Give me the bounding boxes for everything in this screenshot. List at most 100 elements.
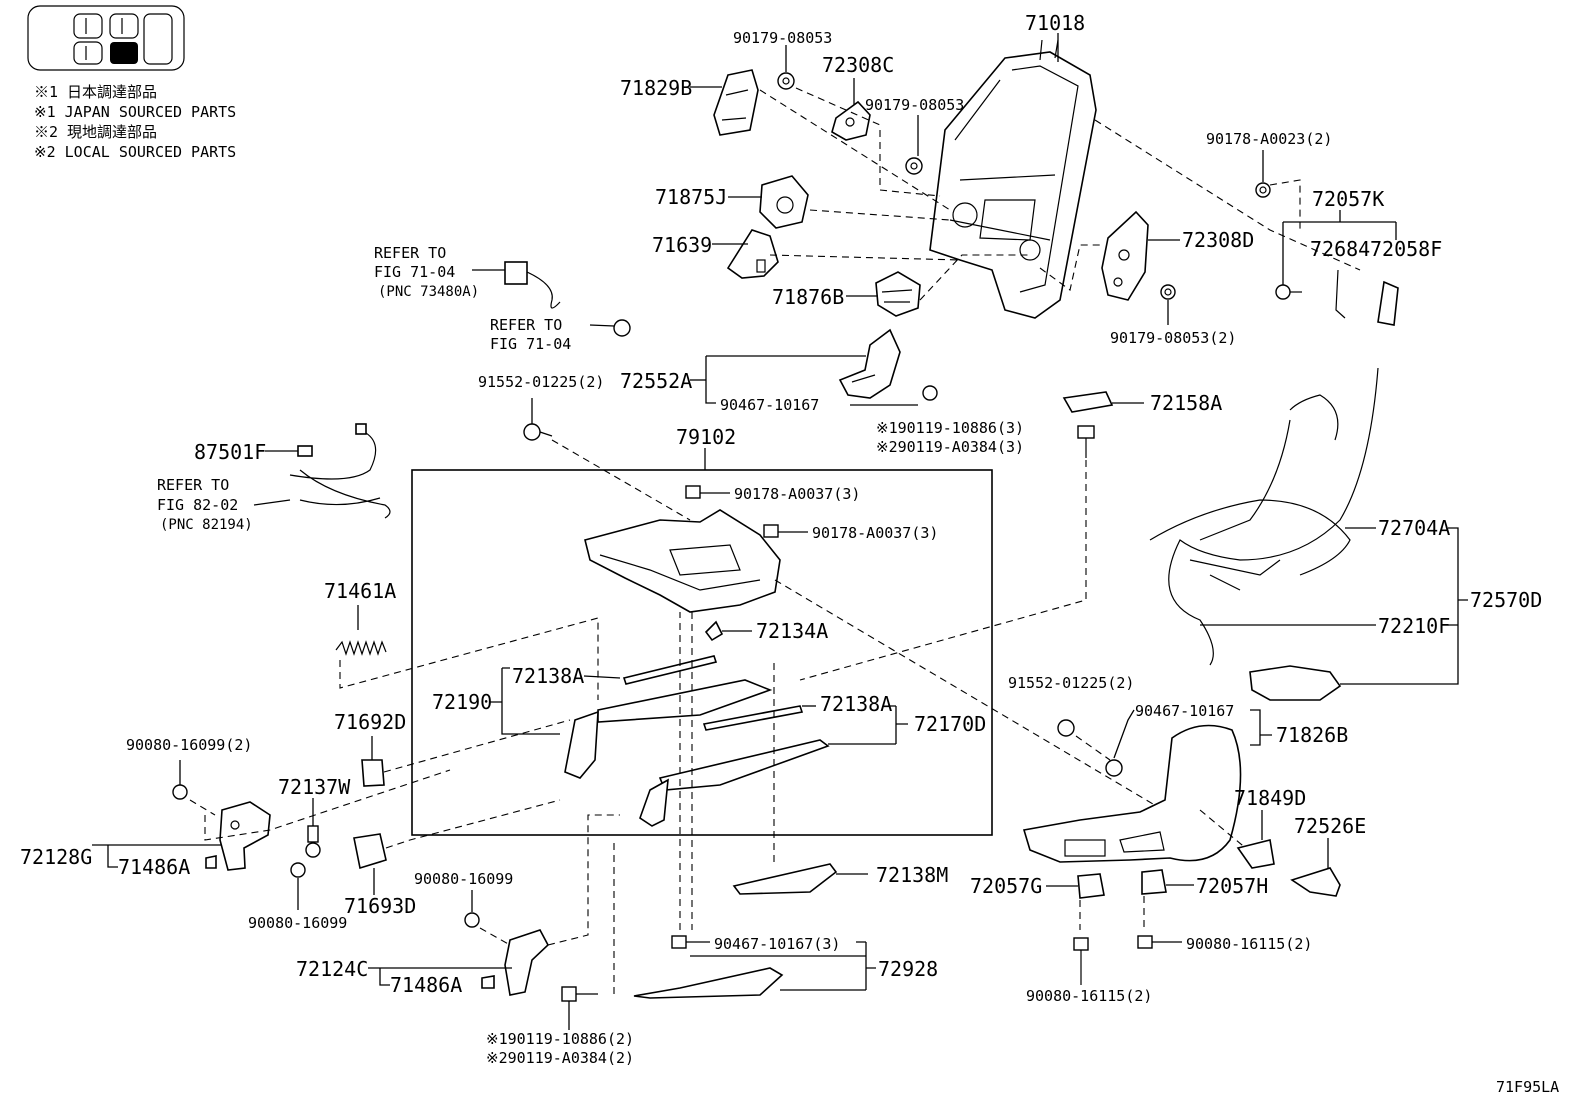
label-71693D: 71693D — [344, 894, 416, 918]
legend-line-4: ※2 LOCAL SOURCED PARTS — [34, 143, 236, 161]
legend: ※1 日本調達部品 ※1 JAPAN SOURCED PARTS ※2 現地調達… — [34, 83, 236, 161]
label-72124C: 72124C — [296, 957, 368, 981]
bracket-72124C — [504, 929, 549, 996]
label-72057G: 72057G — [970, 874, 1042, 898]
lock-72058F — [1377, 280, 1399, 326]
label-71875J: 71875J — [655, 185, 727, 209]
label-90119-10886-3: ※190119-10886(3) — [876, 419, 1024, 437]
cover-71692D — [361, 759, 385, 787]
refer-3-line-1: REFER TO — [157, 476, 229, 494]
harness-87501F — [289, 423, 391, 519]
label-90179-08053-b: 90179-08053 — [865, 96, 964, 114]
label-90080-16099-a: 90080-16099 — [248, 914, 347, 932]
cover-71875J — [759, 175, 809, 229]
bracket-72057G — [1077, 873, 1105, 899]
label-90467-10167-b: 90467-10167 — [1135, 702, 1234, 720]
cover-71829B — [713, 69, 759, 136]
bracket-72308C — [831, 100, 871, 141]
bolt-90080-16115-a — [1073, 937, 1089, 985]
label-90178-A0037-b: 90178-A0037(3) — [812, 524, 938, 542]
label-87501F: 87501F — [194, 440, 266, 464]
clip-71486A-b — [481, 975, 495, 989]
refer-1-line-1: REFER TO — [374, 244, 446, 262]
bolt-90080-16099-mid — [464, 912, 480, 928]
assembly-box-79102 — [411, 469, 993, 836]
label-72138A-a: 72138A — [512, 664, 584, 688]
label-71849D: 71849D — [1234, 786, 1306, 810]
label-72928: 72928 — [878, 957, 938, 981]
rail-72138A-b — [702, 705, 804, 731]
label-71829B: 71829B — [620, 76, 692, 100]
label-72684: 72684 — [1310, 237, 1370, 261]
bolt-90080-16115-b — [1137, 935, 1153, 949]
clip-72134A — [704, 620, 724, 642]
nut-90179-b — [905, 157, 923, 175]
label-90119-A0384-2: ※290119-A0384(2) — [486, 1049, 634, 1067]
label-72570D: 72570D — [1470, 588, 1542, 612]
nut-90179-a — [777, 72, 795, 90]
cover-71849D — [1236, 839, 1275, 869]
label-71826B: 71826B — [1276, 723, 1348, 747]
label-71461A: 71461A — [324, 579, 396, 603]
armrest-71826B — [1022, 724, 1242, 863]
figure-id: 71F95LA — [1496, 1078, 1559, 1096]
refer-3-line-2: FIG 82-02 — [157, 496, 238, 514]
label-90467-10167-3: 90467-10167(3) — [714, 935, 840, 953]
refer-3-line-3: (PNC 82194) — [160, 517, 253, 533]
legend-line-1: ※1 日本調達部品 — [34, 83, 157, 101]
cover-72928 — [633, 967, 784, 999]
bracket-72552A — [838, 328, 901, 399]
label-72526E: 72526E — [1294, 814, 1366, 838]
label-90179-08053-a: 90179-08053 — [733, 29, 832, 47]
label-90080-16115-b: 90080-16115(2) — [1026, 987, 1152, 1005]
label-90467-10167-a: 90467-10167 — [720, 396, 819, 414]
bolt-90080-16099-left — [290, 862, 306, 878]
label-90080-16099-b: 90080-16099 — [414, 870, 513, 888]
label-90119-10886-2: ※190119-10886(2) — [486, 1030, 634, 1048]
label-72170D: 72170D — [914, 712, 986, 736]
bracket-72057H — [1141, 869, 1167, 895]
refer-1-line-2: FIG 71-04 — [374, 263, 455, 281]
label-90080-16115-a: 90080-16115(2) — [1186, 935, 1312, 953]
label-71876B: 71876B — [772, 285, 844, 309]
bolt-90467-10167-a — [922, 385, 938, 401]
label-72158A: 72158A — [1150, 391, 1222, 415]
refer-2-line-2: FIG 71-04 — [490, 335, 571, 353]
cushion-frame — [584, 509, 781, 613]
module-72570D — [1249, 665, 1342, 701]
spring-72684 — [1335, 269, 1346, 319]
nut-90467-10167-b — [1105, 759, 1123, 777]
label-90178-A0037-a: 90178-A0037(3) — [734, 485, 860, 503]
label-90179-08053-2: 90179-08053(2) — [1110, 329, 1236, 347]
bolt-90467-10167-3 — [671, 935, 687, 949]
pin-72137W — [305, 825, 321, 858]
seatback-frame-71018 — [929, 39, 1097, 319]
rail-cover-72138M — [732, 863, 838, 895]
cover-72526E — [1290, 867, 1341, 897]
seat-position-icon — [27, 5, 185, 71]
label-72128G: 72128G — [20, 845, 92, 869]
bracket-72308D — [1101, 210, 1149, 301]
harness-72704A — [1149, 367, 1379, 666]
label-72137W: 72137W — [278, 775, 351, 799]
label-71486A-b: 71486A — [390, 973, 462, 997]
bolt-90119-top — [1077, 425, 1095, 458]
cover-71693D — [353, 833, 387, 870]
bolt-90119-bottom — [561, 986, 598, 1002]
label-72057H: 72057H — [1196, 874, 1268, 898]
label-72190: 72190 — [432, 690, 492, 714]
label-71639: 71639 — [652, 233, 712, 257]
label-79102: 79102 — [676, 425, 736, 449]
nut-90179-c — [1160, 284, 1176, 300]
spring-71461A — [335, 640, 387, 656]
label-72210F: 72210F — [1378, 614, 1450, 638]
bolt-90080-16099-top — [172, 784, 188, 800]
labels: 71018 90179-08053 72308C 71829B 90179-08… — [20, 11, 1559, 1096]
nut-90178-A0037-a — [685, 485, 701, 499]
label-90080-16099-2: 90080-16099(2) — [126, 736, 252, 754]
label-72552A: 72552A — [620, 369, 692, 393]
cover-71639 — [726, 229, 779, 279]
track-rail-72170D — [639, 739, 830, 827]
label-90178-A0023: 90178-A0023(2) — [1206, 130, 1332, 148]
